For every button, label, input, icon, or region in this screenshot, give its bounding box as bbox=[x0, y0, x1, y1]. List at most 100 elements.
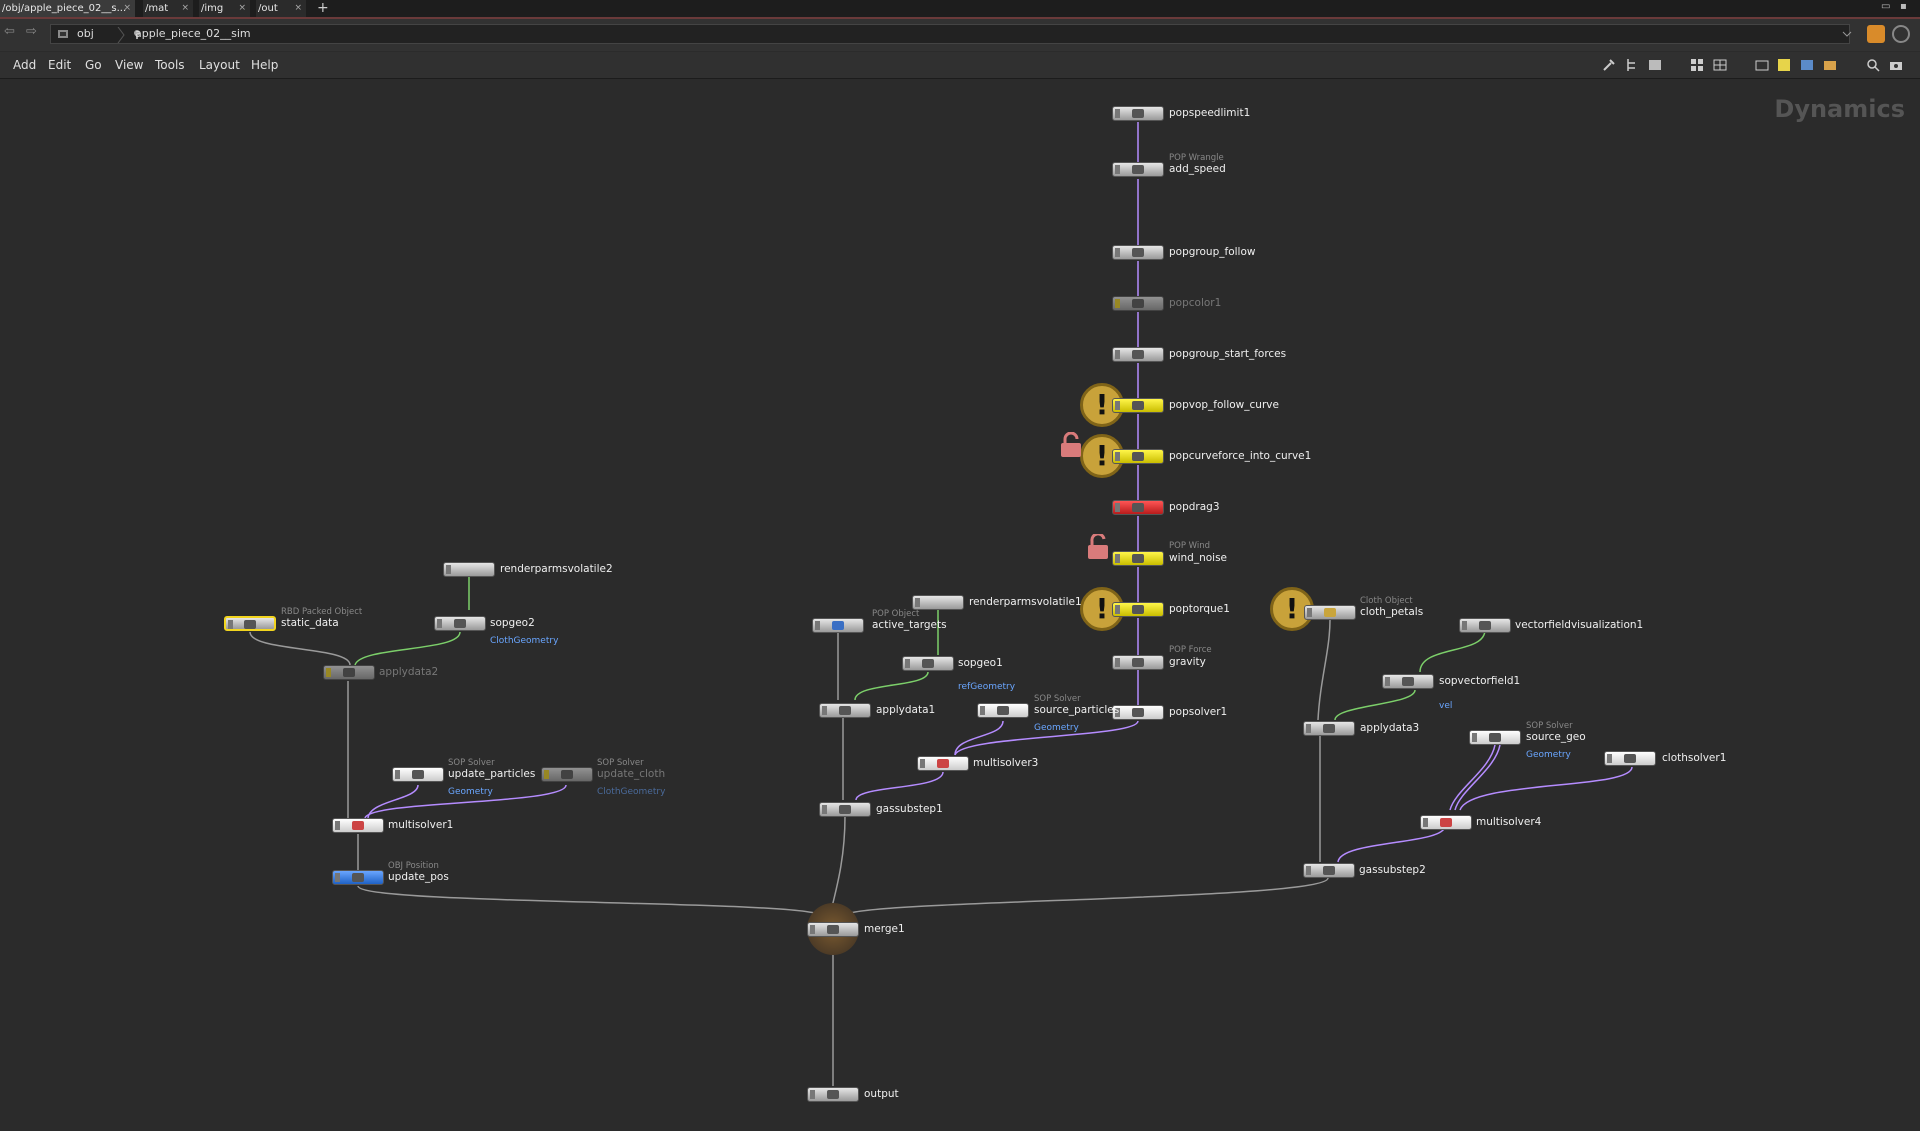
node-gravity[interactable] bbox=[1112, 655, 1164, 670]
path-field[interactable]: obj apple_piece_02__sim bbox=[50, 24, 1852, 44]
node-type: Cloth Object bbox=[1360, 596, 1413, 606]
node-popvop_follow_curve[interactable] bbox=[1112, 398, 1164, 413]
node-popspeedlimit1[interactable] bbox=[1112, 106, 1164, 121]
node-label: vectorfieldvisualization1 bbox=[1515, 619, 1644, 631]
node-label: multisolver1 bbox=[388, 819, 454, 831]
menu-add[interactable]: Add bbox=[13, 58, 37, 72]
sim-node-icon bbox=[134, 30, 140, 39]
node-update_cloth[interactable] bbox=[541, 767, 593, 782]
menu-go[interactable]: Go bbox=[85, 58, 102, 72]
tab-obj[interactable]: /obj/apple_piece_02__s... × bbox=[0, 0, 135, 17]
sticky-note-icon[interactable] bbox=[1777, 58, 1791, 72]
node-label: popspeedlimit1 bbox=[1169, 107, 1251, 119]
maximize-icon[interactable]: ▭ bbox=[1881, 1, 1891, 12]
node-popgroup_follow[interactable] bbox=[1112, 245, 1164, 260]
node-applydata1[interactable] bbox=[819, 703, 871, 718]
background-image-icon[interactable] bbox=[1800, 58, 1814, 72]
rbd-object-icon bbox=[244, 620, 256, 629]
node-type: SOP Solver bbox=[448, 758, 495, 768]
node-update_pos[interactable] bbox=[332, 870, 384, 885]
apply-data-icon bbox=[343, 668, 355, 677]
help-icon[interactable] bbox=[1892, 25, 1910, 43]
image-icon[interactable] bbox=[1755, 58, 1769, 72]
node-gassubstep2[interactable] bbox=[1303, 863, 1355, 878]
node-type: OBJ Position bbox=[388, 861, 439, 871]
grid-view-icon[interactable] bbox=[1690, 58, 1704, 72]
node-cloth_petals[interactable] bbox=[1304, 605, 1356, 620]
curve-force-icon bbox=[1132, 452, 1144, 461]
multisolver-icon bbox=[352, 821, 364, 830]
pin-icon[interactable] bbox=[1867, 25, 1885, 43]
forward-arrow-icon[interactable]: ⇨ bbox=[26, 24, 37, 39]
close-icon[interactable]: × bbox=[294, 3, 302, 13]
node-sopgeo2[interactable] bbox=[434, 616, 486, 631]
node-input-label: Geometry bbox=[1034, 723, 1079, 733]
node-merge1[interactable] bbox=[807, 922, 859, 937]
node-static_data[interactable] bbox=[224, 616, 276, 631]
node-update_particles[interactable] bbox=[392, 767, 444, 782]
close-icon[interactable]: × bbox=[123, 3, 131, 13]
menu-edit[interactable]: Edit bbox=[48, 58, 72, 72]
node-multisolver4[interactable] bbox=[1420, 815, 1472, 830]
breadcrumb-obj[interactable]: obj bbox=[77, 27, 94, 40]
list-view-icon[interactable] bbox=[1648, 58, 1662, 72]
tab-img[interactable]: /img × bbox=[199, 0, 250, 17]
node-popgroup_start_forces[interactable] bbox=[1112, 347, 1164, 362]
node-popsolver1[interactable] bbox=[1112, 705, 1164, 720]
node-multisolver3[interactable] bbox=[917, 756, 969, 771]
menu-view[interactable]: View bbox=[115, 58, 144, 72]
node-clothsolver1[interactable] bbox=[1604, 751, 1656, 766]
menu-help[interactable]: Help bbox=[251, 58, 279, 72]
chevron-down-icon[interactable] bbox=[1842, 29, 1852, 39]
node-sopvectorfield1[interactable] bbox=[1382, 674, 1434, 689]
node-sopgeo1[interactable] bbox=[902, 656, 954, 671]
node-source_geo[interactable] bbox=[1469, 730, 1521, 745]
tab-mat[interactable]: /mat × bbox=[143, 0, 193, 17]
camera-icon[interactable] bbox=[1889, 58, 1903, 72]
node-applydata3[interactable] bbox=[1303, 721, 1355, 736]
node-label: source_particles bbox=[1034, 704, 1120, 716]
lock-icon[interactable] bbox=[1058, 432, 1084, 458]
back-arrow-icon[interactable]: ⇦ bbox=[4, 24, 15, 39]
node-label: popvop_follow_curve bbox=[1169, 399, 1279, 411]
wrench-icon[interactable] bbox=[1602, 58, 1616, 72]
menu-tools[interactable]: Tools bbox=[155, 58, 185, 72]
menu-icon[interactable]: ▪ bbox=[1900, 1, 1907, 12]
node-type: POP Object bbox=[872, 609, 920, 619]
merge-icon bbox=[827, 925, 839, 934]
tab-out[interactable]: /out × bbox=[256, 0, 306, 17]
node-label: update_pos bbox=[388, 871, 449, 883]
node-source_particles[interactable] bbox=[977, 703, 1029, 718]
node-output[interactable] bbox=[807, 1087, 859, 1102]
wire bbox=[1334, 689, 1416, 721]
network-box-icon[interactable] bbox=[1823, 58, 1837, 72]
wire bbox=[844, 877, 1329, 916]
node-vectorfieldvisualization1[interactable] bbox=[1459, 618, 1511, 633]
node-multisolver1[interactable] bbox=[332, 818, 384, 833]
node-gassubstep1[interactable] bbox=[819, 802, 871, 817]
menu-layout[interactable]: Layout bbox=[199, 58, 240, 72]
table-view-icon[interactable] bbox=[1713, 58, 1727, 72]
node-label: gassubstep2 bbox=[1359, 864, 1426, 876]
add-tab-button[interactable]: + bbox=[317, 0, 329, 16]
breadcrumb-separator-icon bbox=[117, 27, 125, 43]
search-icon[interactable] bbox=[1866, 58, 1880, 72]
node-popcolor1[interactable] bbox=[1112, 296, 1164, 311]
close-icon[interactable]: × bbox=[238, 3, 246, 13]
node-active_targets[interactable] bbox=[812, 618, 864, 633]
node-popcurveforce_into_curve1[interactable] bbox=[1112, 449, 1164, 464]
node-applydata2[interactable] bbox=[323, 665, 375, 680]
node-renderparmsvolatile1[interactable] bbox=[912, 595, 964, 610]
node-wind_noise[interactable] bbox=[1112, 551, 1164, 566]
unlock-icon[interactable] bbox=[1085, 534, 1111, 560]
close-icon[interactable]: × bbox=[181, 3, 189, 13]
node-poptorque1[interactable] bbox=[1112, 602, 1164, 617]
tree-view-icon[interactable] bbox=[1625, 58, 1639, 72]
node-popdrag3[interactable] bbox=[1112, 500, 1164, 515]
breadcrumb-current[interactable]: apple_piece_02__sim bbox=[135, 27, 251, 40]
node-input-label: refGeometry bbox=[958, 682, 1016, 692]
node-renderparmsvolatile2[interactable] bbox=[443, 562, 495, 577]
node-add_speed[interactable] bbox=[1112, 162, 1164, 177]
tab-label: /img bbox=[201, 3, 224, 14]
node-label: popcurveforce_into_curve1 bbox=[1169, 450, 1312, 462]
